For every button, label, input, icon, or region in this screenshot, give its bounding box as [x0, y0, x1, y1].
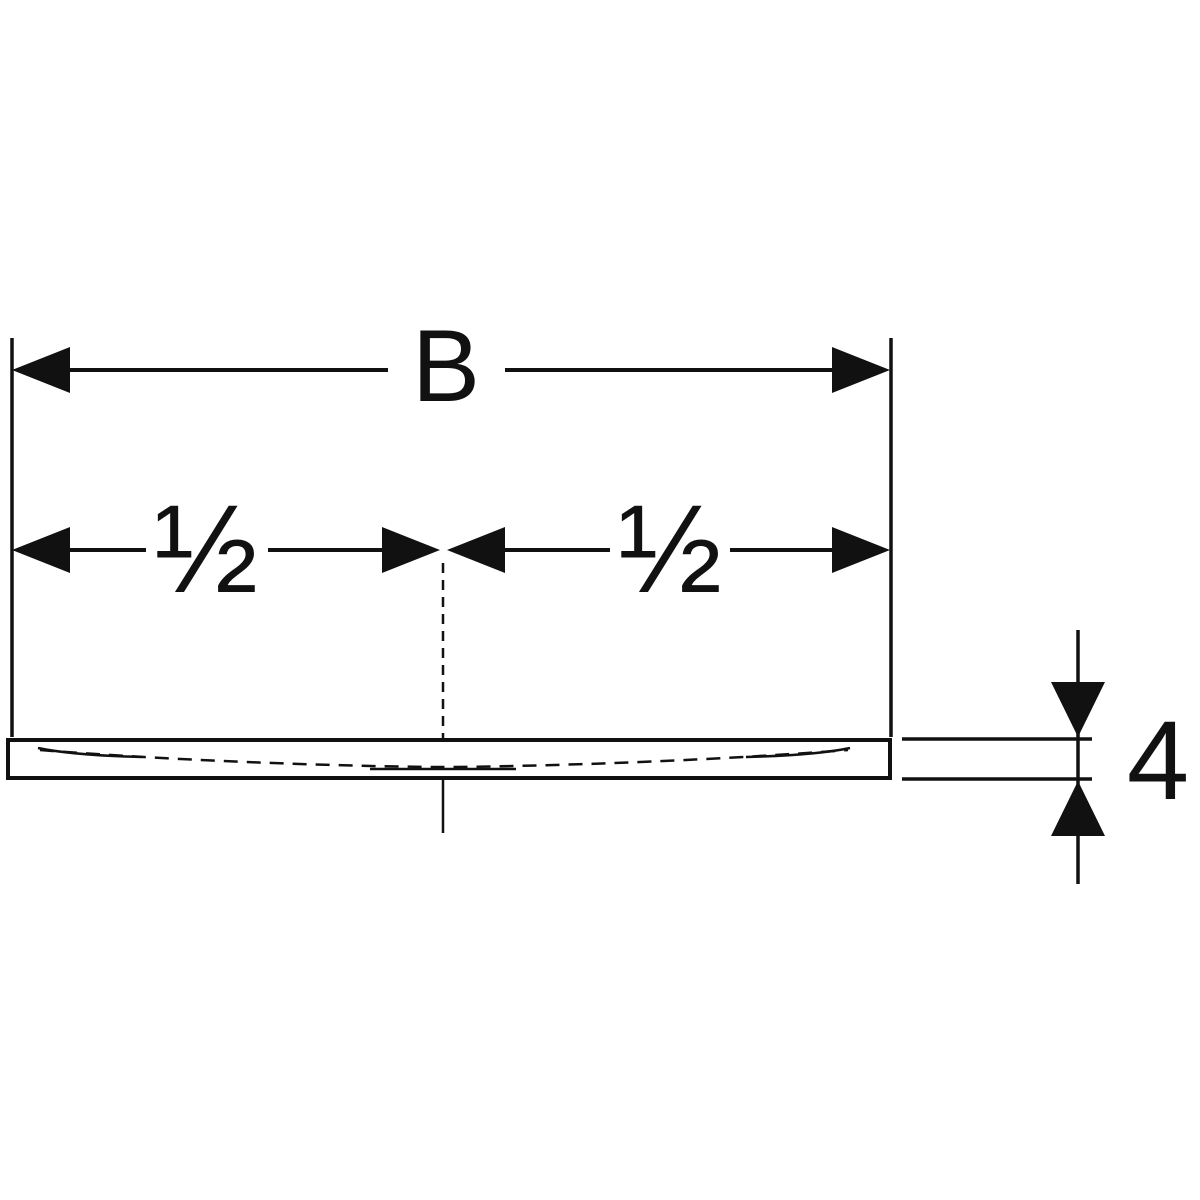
- arrow-left-icon: [12, 527, 70, 573]
- arrow-right-icon: [832, 347, 890, 393]
- width-dimension-label: B: [412, 309, 480, 423]
- arrow-left-icon: [447, 527, 505, 573]
- arrow-left-icon: [12, 347, 70, 393]
- arrow-down-icon: [1051, 682, 1105, 737]
- thickness-dimension-label: 4: [1127, 698, 1189, 823]
- right-half-dimension-label: ½: [618, 480, 722, 619]
- tray-slope-dashed-line: [39, 748, 849, 769]
- arrow-up-icon: [1051, 781, 1105, 836]
- left-half-dimension-label: ½: [154, 480, 258, 619]
- arrow-right-icon: [382, 527, 440, 573]
- shower-tray-profile: [6, 738, 892, 780]
- tray-surface-curve-left: [37, 746, 143, 759]
- tray-surface-curve-right: [745, 746, 851, 759]
- arrow-right-icon: [832, 527, 890, 573]
